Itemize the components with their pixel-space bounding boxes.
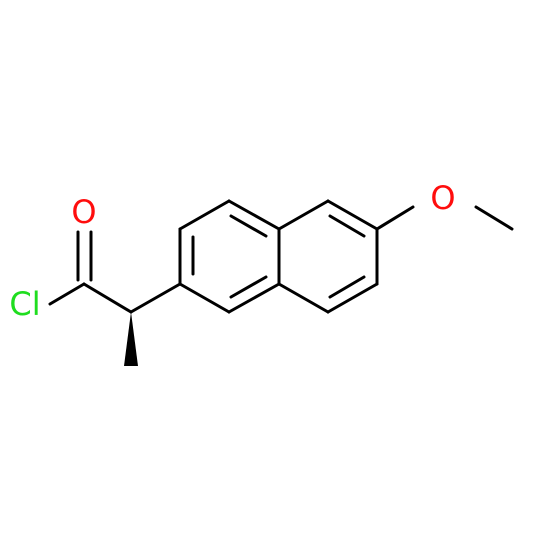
bond-ring-10 [326, 282, 379, 314]
oxygen-carbonyl-label: O [71, 193, 96, 231]
bond-ring-3 [227, 199, 281, 231]
bond-ring-11 [277, 282, 330, 314]
bond-ring-2 [178, 199, 231, 231]
bond-chiral-ring [129, 282, 182, 314]
wedge-bond-methyl [124, 312, 138, 366]
bond-ring-10-inner [328, 275, 366, 299]
bond-ring-7 [277, 199, 330, 231]
bond-ring-8-inner [328, 214, 366, 238]
bond-c-cl [48, 282, 86, 306]
oxygen-methoxy-label: O [430, 179, 455, 217]
bond-o-methyl [474, 205, 514, 231]
bond-ring-5 [227, 282, 281, 314]
bond-carbonyl-chiral [82, 282, 133, 314]
bond-ring-8 [326, 199, 379, 231]
bond-ring-6 [178, 282, 231, 314]
bond-ring-o [375, 205, 415, 231]
bond-ring-3-inner [229, 214, 268, 238]
bond-ring-5-inner [229, 275, 268, 299]
chlorine-label: Cl [9, 285, 40, 323]
